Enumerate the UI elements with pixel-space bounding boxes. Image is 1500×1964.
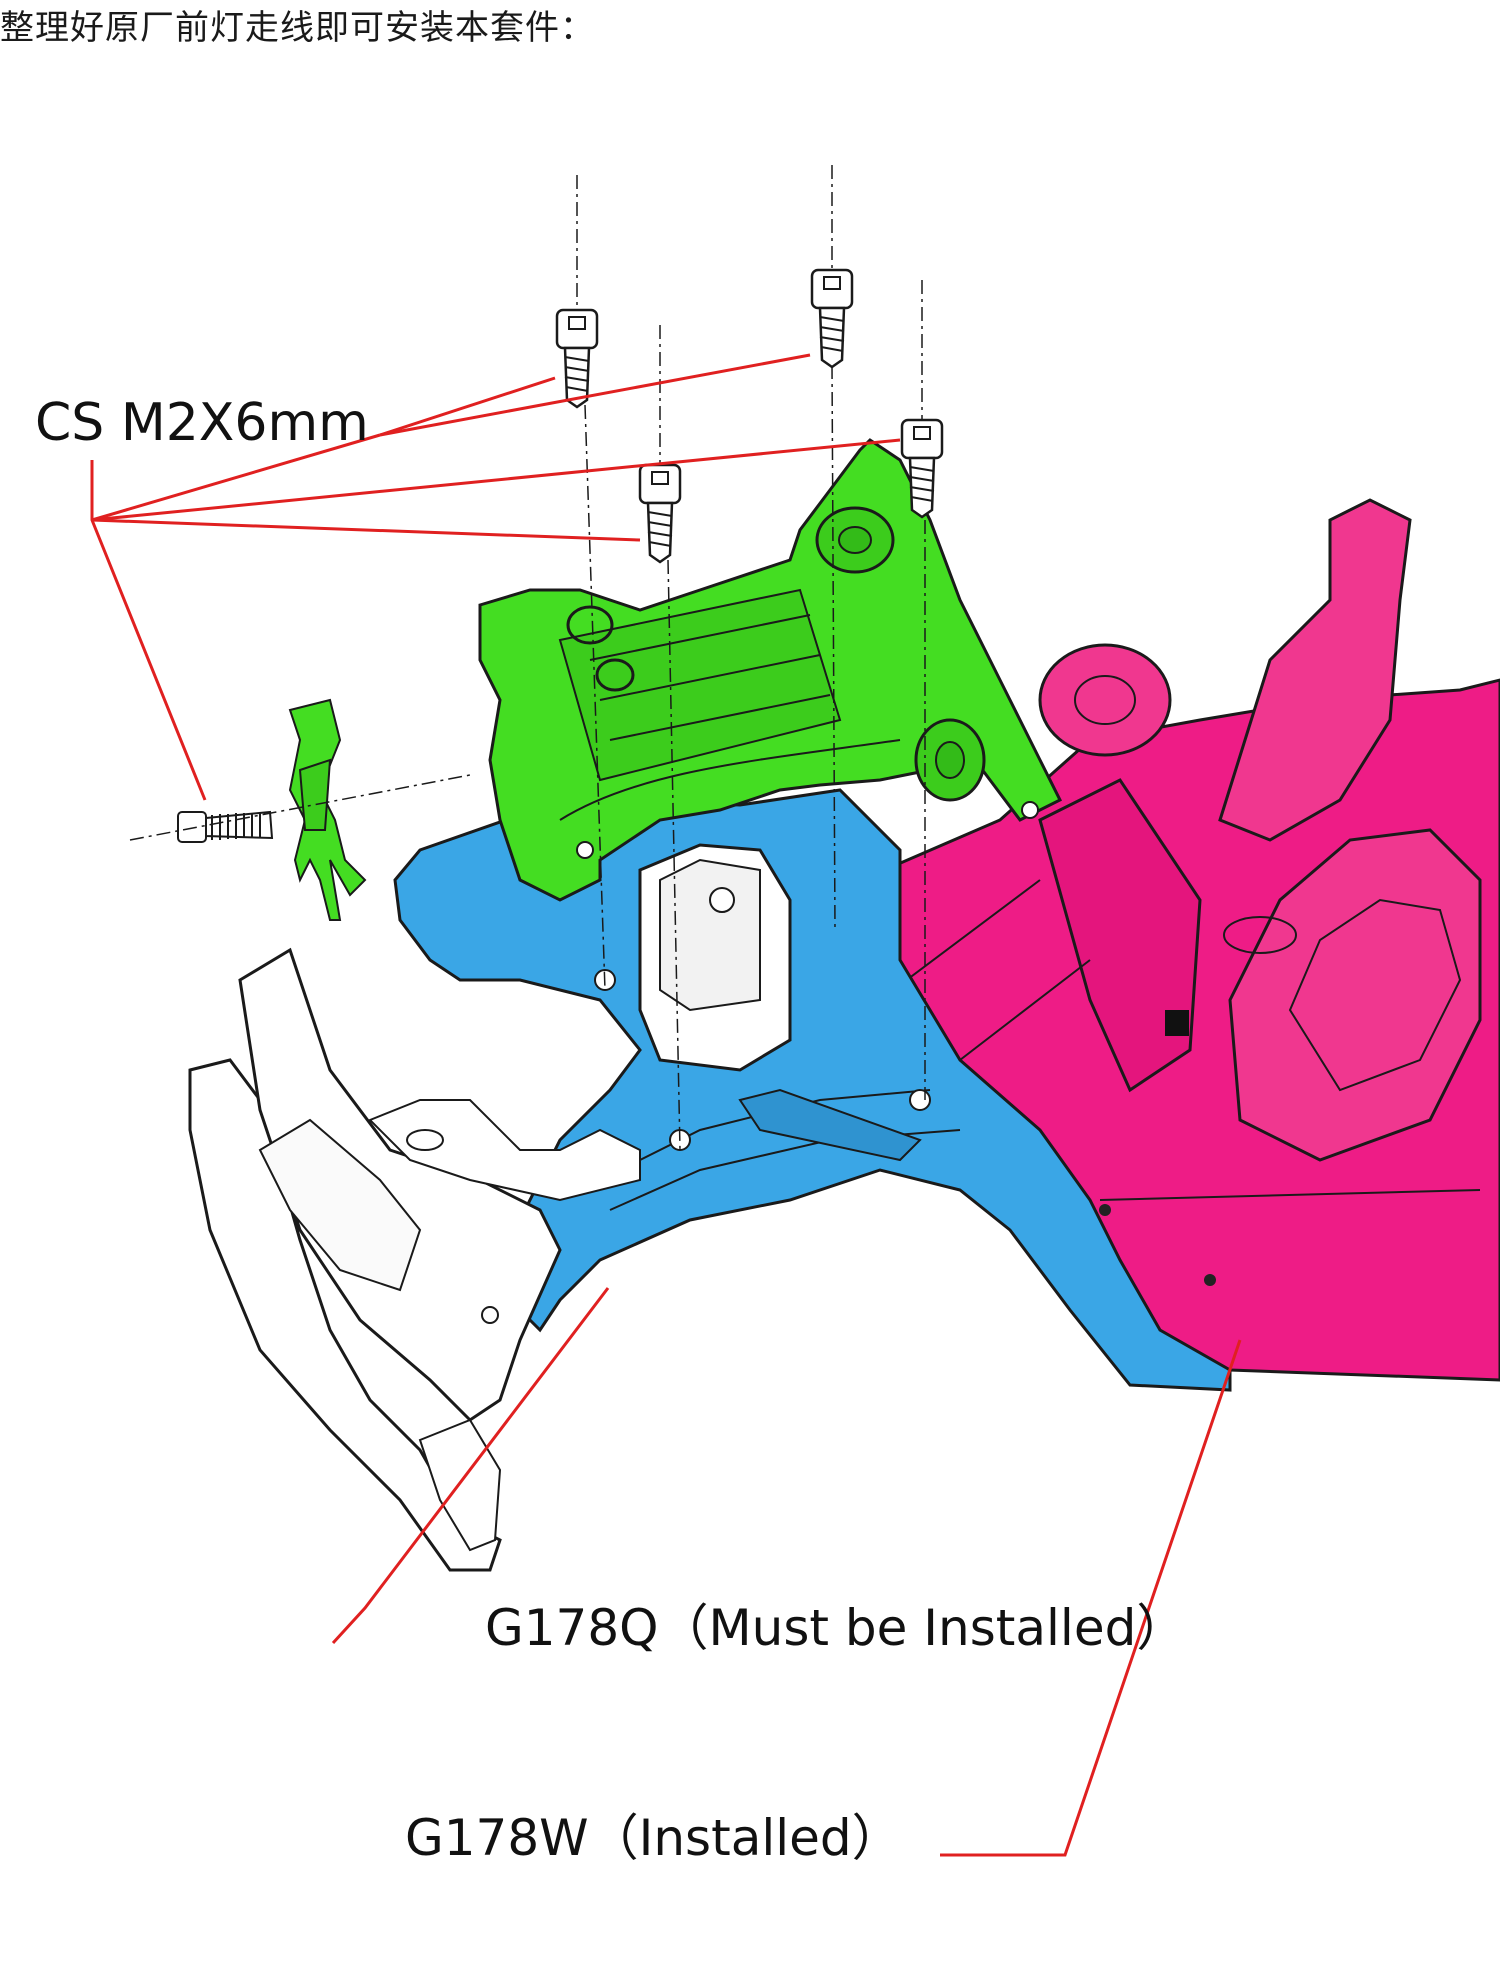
- axis-lines: [576, 165, 926, 1151]
- screw-icon: [177, 810, 274, 843]
- headlight-kit-module: [478, 438, 1063, 902]
- part-g178q-label: G178Q（Must be Installed）: [485, 1599, 1186, 1657]
- fan-blade-icon: [288, 698, 367, 921]
- leader-lines: [90, 353, 1242, 1857]
- part-g178w-label: G178W（Installed）: [405, 1809, 902, 1867]
- screw-icon: [555, 268, 944, 564]
- front-bumper-assembly: [188, 947, 641, 1572]
- fender-part-g178q: [393, 788, 1232, 1392]
- screw-spec-label: CS M2X6mm: [35, 393, 369, 453]
- instruction-caption: 整理好原厂前灯走线即可安装本套件：: [0, 8, 595, 48]
